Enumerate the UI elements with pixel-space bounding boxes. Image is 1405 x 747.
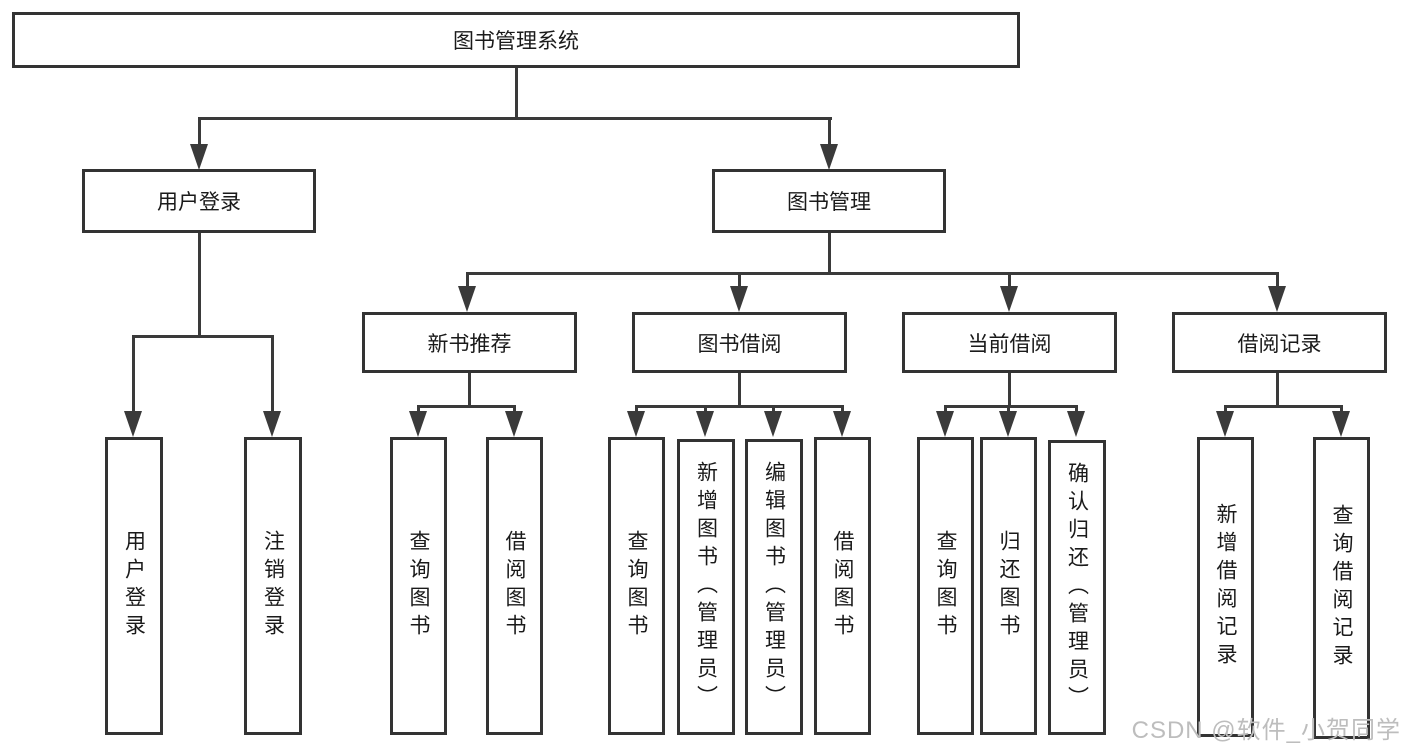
connector-line: [468, 373, 471, 407]
leaf-borrow-books-recommend: 借阅图书: [486, 437, 543, 735]
arrow-down-icon: [730, 286, 748, 312]
connector-line: [417, 405, 420, 413]
node-user-login-branch: 用户登录: [82, 169, 316, 233]
connector-line: [738, 272, 741, 289]
connector-line: [772, 405, 775, 413]
arrow-down-icon: [764, 411, 782, 437]
leaf-user-login: 用户登录: [105, 437, 163, 735]
arrow-down-icon: [1332, 411, 1350, 437]
connector-line: [515, 68, 518, 120]
arrow-down-icon: [1067, 411, 1085, 437]
leaf-add-book-admin: 新增图书（管理员）: [677, 439, 735, 735]
connector-line: [1008, 373, 1011, 407]
watermark-text: CSDN @软件_小贺同学: [1131, 717, 1401, 744]
connector-line: [1276, 272, 1279, 289]
connector-line: [944, 405, 1078, 408]
arrow-down-icon: [458, 286, 476, 312]
connector-line: [828, 233, 831, 274]
node-book-management: 图书管理: [712, 169, 946, 233]
arrow-down-icon: [627, 411, 645, 437]
leaf-add-borrow-record: 新增借阅记录: [1197, 437, 1254, 737]
arrow-down-icon: [263, 411, 281, 437]
leaf-logout: 注销登录: [244, 437, 302, 735]
connector-line: [841, 405, 844, 413]
leaf-query-books-borrow: 查询图书: [608, 437, 665, 735]
arrow-down-icon: [1268, 286, 1286, 312]
connector-line: [132, 335, 135, 413]
connector-line: [635, 405, 638, 413]
connector-line: [198, 117, 201, 146]
connector-line: [466, 272, 1279, 275]
arrow-down-icon: [505, 411, 523, 437]
connector-line: [466, 272, 469, 289]
node-current-borrow: 当前借阅: [902, 312, 1117, 373]
connector-line: [738, 373, 741, 407]
arrow-down-icon: [409, 411, 427, 437]
arrow-down-icon: [999, 411, 1017, 437]
connector-line: [1008, 272, 1011, 289]
node-new-book-recommend: 新书推荐: [362, 312, 577, 373]
arrow-down-icon: [696, 411, 714, 437]
connector-line: [513, 405, 516, 413]
connector-line: [1340, 405, 1343, 413]
arrow-down-icon: [1216, 411, 1234, 437]
arrow-down-icon: [190, 144, 208, 170]
arrow-down-icon: [124, 411, 142, 437]
leaf-borrow-books-borrow: 借阅图书: [814, 437, 871, 735]
connector-line: [944, 405, 947, 413]
leaf-query-borrow-record: 查询借阅记录: [1313, 437, 1370, 739]
leaf-query-books-current: 查询图书: [917, 437, 974, 735]
arrow-down-icon: [936, 411, 954, 437]
connector-line: [1276, 373, 1279, 407]
connector-line: [635, 405, 844, 408]
connector-line: [1075, 405, 1078, 413]
connector-line: [417, 405, 516, 408]
leaf-edit-book-admin: 编辑图书（管理员）: [745, 439, 803, 735]
connector-line: [132, 335, 274, 338]
connector-line: [198, 117, 832, 120]
arrow-down-icon: [833, 411, 851, 437]
leaf-return-books: 归还图书: [980, 437, 1037, 735]
leaf-confirm-return-admin: 确认归还（管理员）: [1048, 440, 1106, 735]
connector-line: [704, 405, 707, 413]
connector-line: [1224, 405, 1227, 413]
connector-line: [271, 335, 274, 413]
node-borrow-records: 借阅记录: [1172, 312, 1387, 373]
arrow-down-icon: [1000, 286, 1018, 312]
node-root: 图书管理系统: [12, 12, 1020, 68]
connector-line: [198, 233, 201, 337]
node-book-borrow: 图书借阅: [632, 312, 847, 373]
connector-line: [1007, 405, 1010, 413]
arrow-down-icon: [820, 144, 838, 170]
connector-line: [828, 117, 831, 146]
connector-line: [1224, 405, 1343, 408]
leaf-query-books-recommend: 查询图书: [390, 437, 447, 735]
